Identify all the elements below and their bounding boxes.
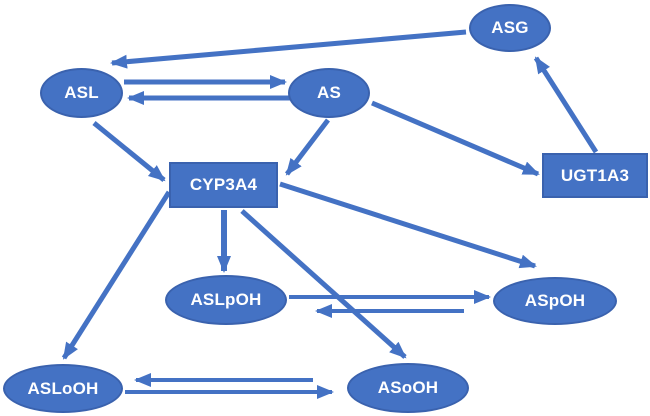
node-as-label: AS xyxy=(316,83,342,102)
node-cyp3a4-label: CYP3A4 xyxy=(189,175,258,194)
edge-as-to-ugt1a3 xyxy=(371,100,540,177)
node-aslooh: ASLoOH xyxy=(3,364,123,413)
node-as: AS xyxy=(288,68,370,118)
edge-asl-to-cyp3a4 xyxy=(92,121,166,182)
edge-cyp3a4-to-aspoh xyxy=(279,181,537,269)
node-ugt1a3-label: UGT1A3 xyxy=(560,165,630,185)
edge-ugt1a3-to-asg xyxy=(533,56,599,154)
node-aslooh-label: ASLoOH xyxy=(27,378,99,398)
edge-cyp3a4-to-aslooh xyxy=(61,190,172,360)
edge-cyp3a4-to-asooh xyxy=(240,209,407,359)
node-asg-label: ASG xyxy=(491,18,529,37)
node-aslpoh: ASLpOH xyxy=(165,275,287,325)
node-asl: ASL xyxy=(40,68,123,118)
node-aspoh: ASpOH xyxy=(493,277,617,325)
node-asg: ASG xyxy=(469,4,551,52)
node-cyp3a4: CYP3A4 xyxy=(169,162,278,208)
node-aslpoh-label: ASLpOH xyxy=(190,290,262,309)
edge-asg-to-asl xyxy=(110,29,467,69)
node-aspoh-label: ASpOH xyxy=(524,291,586,310)
node-asl-label: ASL xyxy=(64,83,99,102)
node-ugt1a3: UGT1A3 xyxy=(542,153,648,198)
edge-as-to-cyp3a4 xyxy=(285,118,330,176)
node-asooh-label: ASoOH xyxy=(377,378,439,397)
node-asooh: ASoOH xyxy=(347,363,469,413)
